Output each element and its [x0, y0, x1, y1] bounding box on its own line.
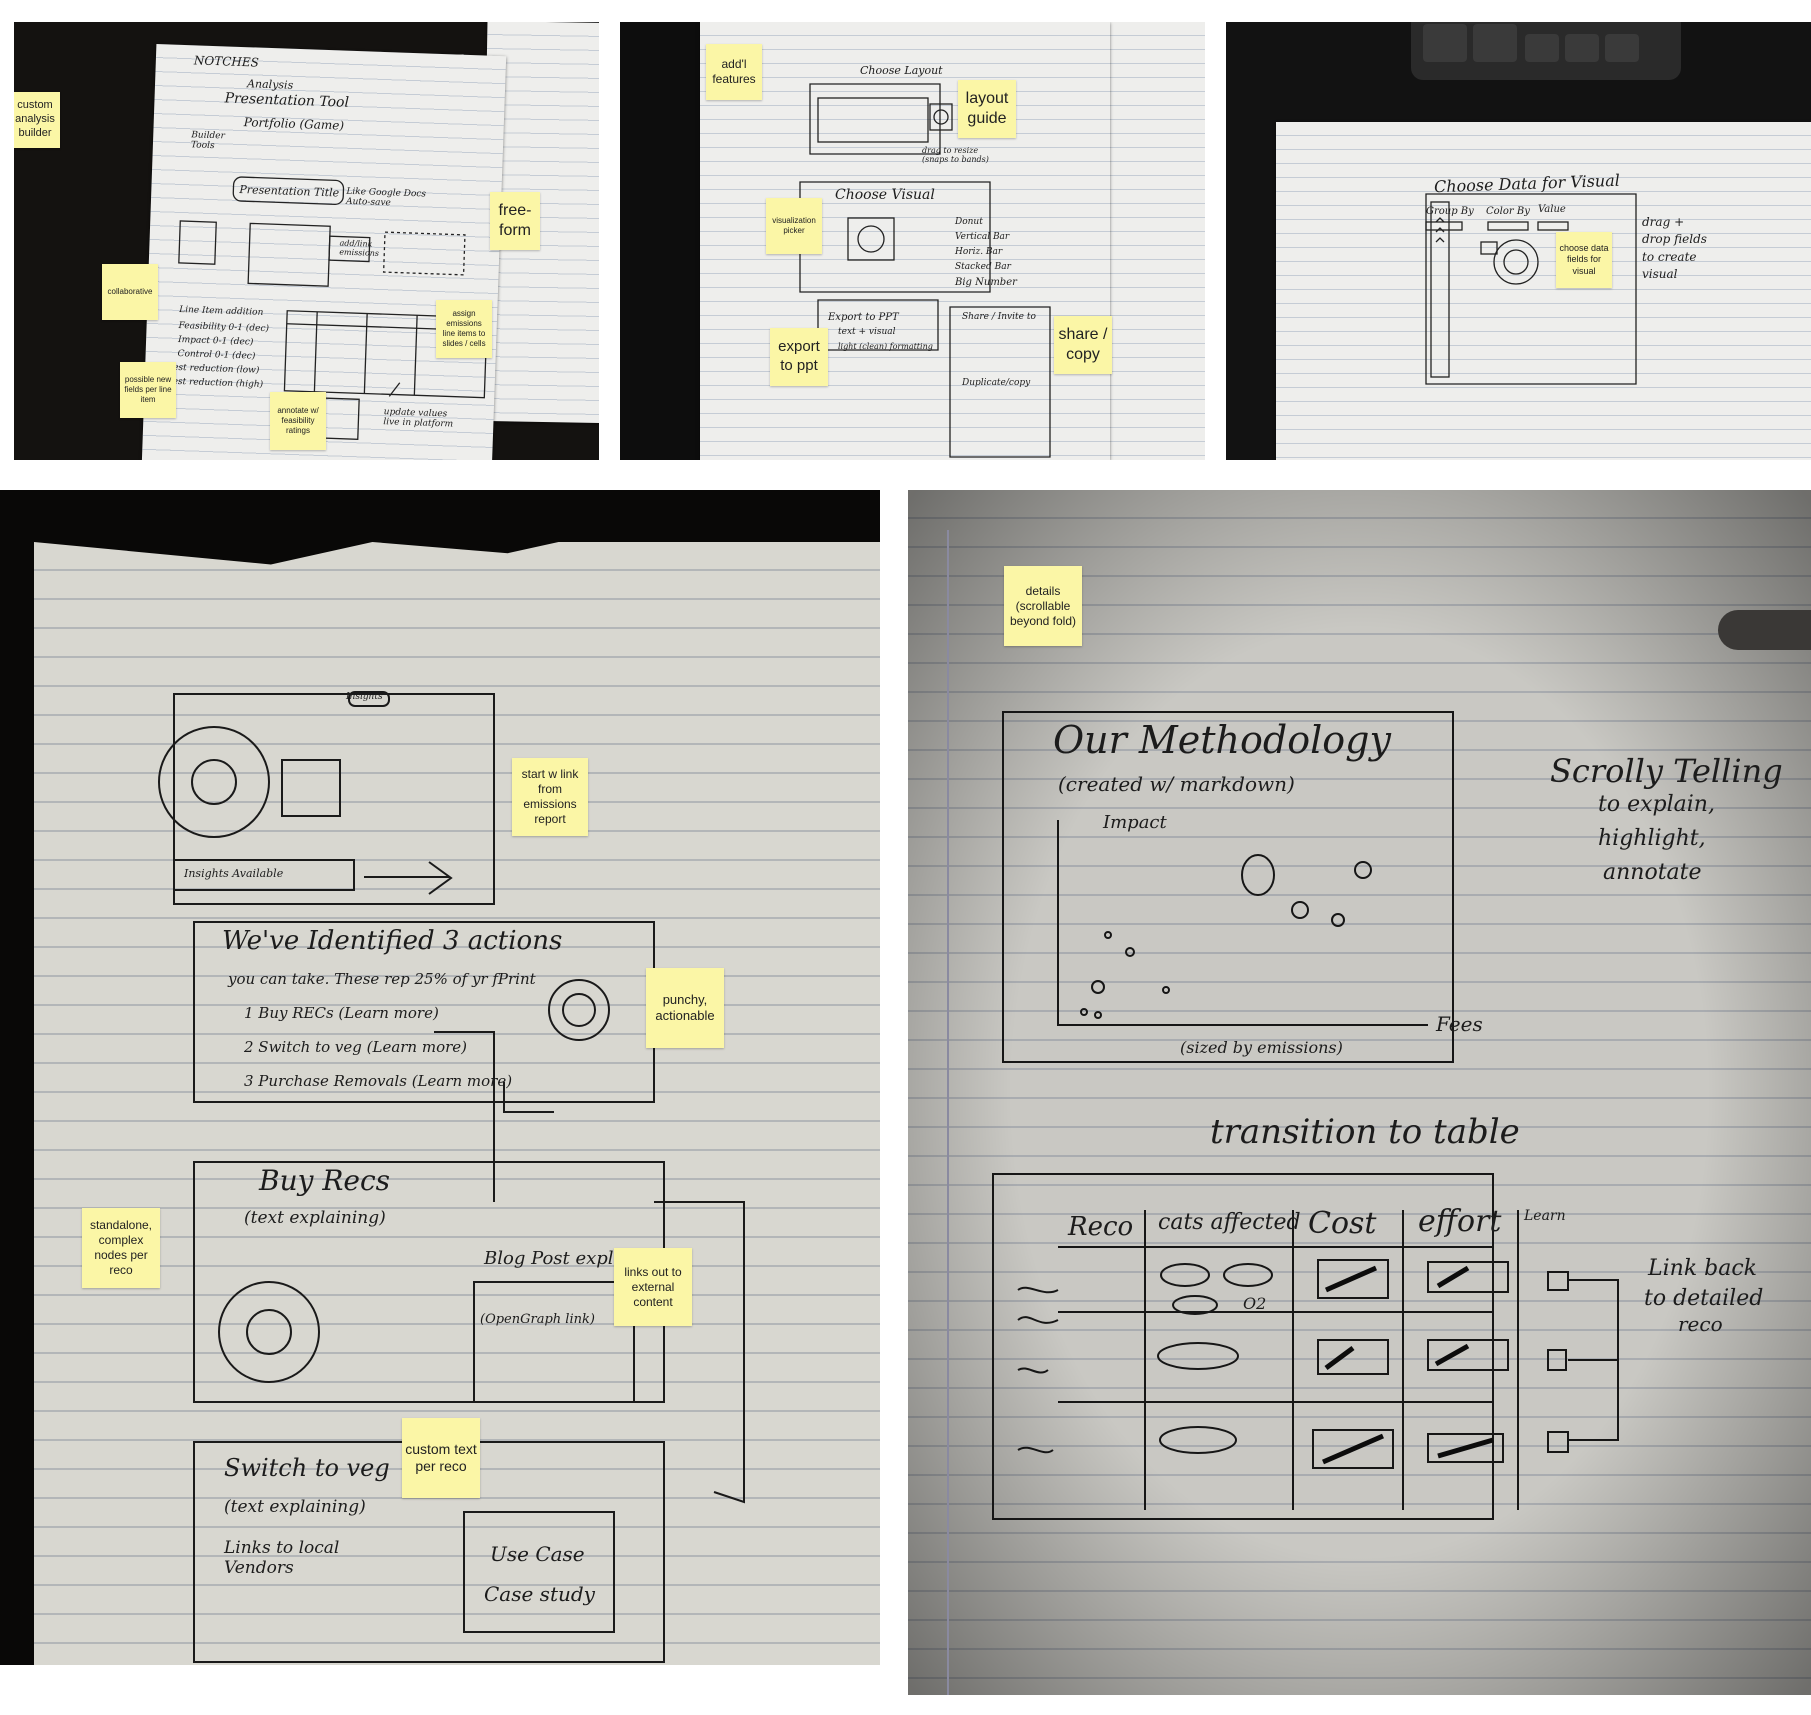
sketch-text: Link back — [1648, 1256, 1757, 1281]
sticky-note-custom-builder: custom analysis builder — [14, 92, 60, 148]
sketch-drawing — [158, 691, 745, 1663]
photo-choose-data: Choose Data for Visual Group By Color By… — [1226, 22, 1811, 460]
sticky-note-share-copy: share / copy — [1054, 316, 1112, 374]
sketch-text: Value — [1538, 204, 1566, 215]
sketch-text: Group By — [1426, 206, 1474, 217]
sticky-note-layout-guide: layout guide — [958, 80, 1016, 138]
sticky-note-export-ppt: export to ppt — [770, 328, 828, 386]
sketch-text: Export to PPT — [828, 312, 899, 323]
photo-visual-builder: Choose Layout drag to resize (snaps to b… — [620, 22, 1205, 460]
sketch-text: light (clean) formatting — [838, 342, 933, 351]
keyboard — [1411, 22, 1681, 80]
sketch-sheet: Our Methodology (created w/ markdown) Im… — [908, 490, 1811, 1695]
sticky-note-links-out: links out to external content — [614, 1248, 692, 1326]
sketch-text: Our Methodology — [1053, 718, 1391, 762]
sketch-text: you can take. These rep 25% of yr fPrint — [228, 970, 536, 988]
sketch-text: (text explaining) — [244, 1208, 386, 1228]
sketch-text: Scrolly Telling — [1550, 752, 1783, 790]
sketch-text: highlight, — [1598, 826, 1706, 851]
sketch-text: Choose Layout — [860, 64, 943, 77]
sticky-note-addl-features: add'l features — [706, 44, 762, 100]
sketch-text: 3 Purchase Removals (Learn more) — [244, 1072, 513, 1090]
sketch-text: Insights — [346, 692, 383, 702]
sketch-text: (text explaining) — [224, 1497, 366, 1517]
sketch-text: (created w/ markdown) — [1058, 772, 1295, 796]
sketch-text: 2 Switch to veg (Learn more) — [244, 1038, 468, 1056]
sticky-note-assign-emissions: assign emissions line items to slides / … — [436, 300, 492, 358]
sketch-text: (sized by emissions) — [1180, 1038, 1343, 1057]
sketch-text: (OpenGraph link) — [480, 1312, 595, 1327]
photo-methodology: Our Methodology (created w/ markdown) Im… — [908, 490, 1811, 1695]
sketch-text: Case study — [484, 1582, 595, 1606]
sketch-text: Insights Available — [184, 867, 284, 880]
sketch-text: reco — [1678, 1312, 1723, 1336]
sketch-text: Color By — [1486, 206, 1530, 217]
sticky-note-annotate: annotate w/ feasibility ratings — [270, 392, 326, 450]
sticky-note-standalone: standalone, complex nodes per reco — [82, 1208, 160, 1288]
sheet-back — [1110, 22, 1205, 460]
sticky-note-custom-text: custom text per reco — [402, 1418, 480, 1498]
sketch-text: drag to resize (snaps to bands) — [922, 146, 989, 164]
sticky-note-choose-fields: choose data fields for visual — [1556, 232, 1612, 288]
sketch-text: Horiz. Bar — [955, 247, 1003, 257]
sketch-text: Links to local Vendors — [224, 1538, 340, 1578]
sketch-text: O2 — [1243, 1294, 1267, 1313]
sketch-text: Impact — [1103, 812, 1167, 833]
sketch-text: Stacked Bar — [955, 262, 1011, 272]
sticky-note-punchy: punchy, actionable — [646, 968, 724, 1048]
photo-analysis-builder: NOTCHES Analysis Presentation Tool Portf… — [14, 22, 599, 460]
sketch-text: Duplicate/copy — [962, 378, 1031, 388]
sketch-text: drag + drop fields to create visual — [1642, 215, 1707, 282]
sketch-text: Cost — [1308, 1206, 1377, 1241]
sketch-text: Share / Invite to — [962, 312, 1036, 322]
sketch-text: Big Number — [955, 277, 1017, 288]
sketch-text: Donut — [955, 217, 983, 227]
sticky-note-details: details (scrollable beyond fold) — [1004, 566, 1082, 646]
sketch-text: Learn — [1524, 1208, 1566, 1224]
sketch-text: to explain, — [1598, 792, 1715, 817]
binder-clip — [1718, 610, 1811, 650]
sketch-text: cats affected — [1158, 1210, 1301, 1235]
sketch-text: Fees — [1436, 1012, 1483, 1036]
sketch-text: annotate — [1603, 860, 1702, 885]
sketch-text: transition to table — [1210, 1112, 1520, 1152]
sketch-text: Buy Recs — [259, 1164, 391, 1197]
sketch-text: 1 Buy RECs (Learn more) — [244, 1004, 439, 1022]
sketch-text: Use Case — [490, 1542, 585, 1566]
photo-recommendations: Insights Insights Available We've Identi… — [0, 490, 880, 1665]
sketch-drawing — [799, 83, 1051, 458]
sketch-text: Choose Visual — [835, 187, 935, 203]
sketch-sheet: NOTCHES Analysis Presentation Tool Portf… — [141, 44, 507, 460]
sketch-text: to detailed — [1644, 1286, 1764, 1311]
sketch-text: We've Identified 3 actions — [222, 926, 563, 956]
sketch-drawing — [178, 176, 488, 440]
sticky-note-viz-picker: visualization picker — [766, 198, 822, 254]
sketch-text: effort — [1418, 1204, 1502, 1239]
sketch-drawing — [908, 490, 1811, 1695]
sketch-text: Reco — [1068, 1212, 1134, 1242]
sticky-note-possible-fields: possible new fields per line item — [120, 362, 176, 418]
sticky-note-free-form: free-form — [490, 192, 540, 250]
sketch-text: Vertical Bar — [955, 232, 1010, 242]
sketch-text: Switch to veg — [224, 1454, 390, 1482]
sketch-text: text + visual — [838, 327, 896, 337]
sketch-drawing — [1425, 193, 1637, 385]
sketch-sheet: Choose Data for Visual Group By Color By… — [1276, 122, 1811, 460]
sticky-note-start-link: start w link from emissions report — [512, 758, 588, 836]
sticky-note-collaborative: collaborative — [102, 264, 158, 320]
